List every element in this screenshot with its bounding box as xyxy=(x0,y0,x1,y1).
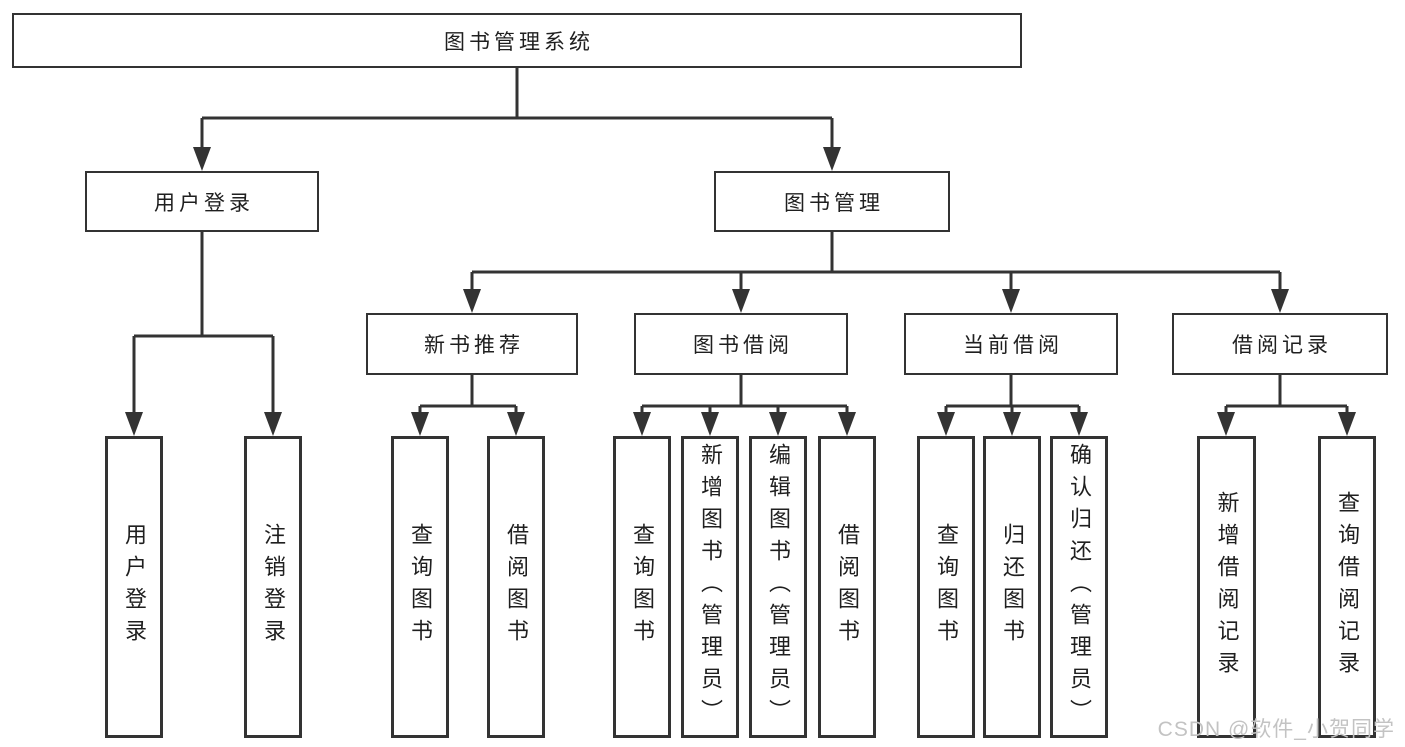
arrowhead xyxy=(507,412,525,436)
leaf-borrow-books-recommend: 借阅图书 xyxy=(487,436,545,738)
connector-new-book-to-leaves xyxy=(411,375,525,436)
leaf-add-borrow-record: 新增借阅记录 xyxy=(1197,436,1256,738)
leaf-label: 用户登录 xyxy=(122,523,147,651)
arrowhead xyxy=(1002,289,1020,313)
node-root: 图书管理系统 xyxy=(12,13,1022,68)
leaf-label: 查询借阅记录 xyxy=(1335,491,1360,683)
leaf-borrow-books: 借阅图书 xyxy=(818,436,876,738)
connector-root-to-level2 xyxy=(193,68,841,171)
arrowhead xyxy=(1217,412,1235,436)
leaf-label: 新增借阅记录 xyxy=(1214,491,1240,683)
connector-book-management-to-level3 xyxy=(463,232,1289,313)
arrowhead xyxy=(732,289,750,313)
leaf-label: 新增图书（管理员） xyxy=(698,443,723,731)
leaf-return-books: 归还图书 xyxy=(983,436,1041,738)
leaf-add-book-admin: 新增图书（管理员） xyxy=(681,436,739,738)
arrowhead xyxy=(769,412,787,436)
leaf-query-books-borrow: 查询图书 xyxy=(613,436,671,738)
leaf-label: 借阅图书 xyxy=(504,523,529,651)
leaf-confirm-return-admin: 确认归还（管理员） xyxy=(1050,436,1108,738)
leaf-label: 确认归还（管理员） xyxy=(1067,443,1092,731)
node-book-borrow: 图书借阅 xyxy=(634,313,848,375)
node-borrow-records: 借阅记录 xyxy=(1172,313,1388,375)
connector-user-login-to-leaves xyxy=(125,232,282,436)
node-new-book-recommend: 新书推荐 xyxy=(366,313,578,375)
connector-current-borrow-to-leaves xyxy=(937,375,1088,436)
leaf-label: 查询图书 xyxy=(630,523,655,651)
node-current-borrow: 当前借阅 xyxy=(904,313,1118,375)
arrowhead xyxy=(633,412,651,436)
arrowhead xyxy=(1338,412,1356,436)
leaf-query-books-recommend: 查询图书 xyxy=(391,436,449,738)
leaf-logout: 注销登录 xyxy=(244,436,302,738)
arrowhead xyxy=(463,289,481,313)
arrowhead xyxy=(701,412,719,436)
node-user-login: 用户登录 xyxy=(85,171,319,232)
leaf-label: 注销登录 xyxy=(261,523,286,651)
leaf-label: 查询图书 xyxy=(934,523,959,651)
connector-book-borrow-to-leaves xyxy=(633,375,856,436)
arrowhead xyxy=(937,412,955,436)
arrowhead xyxy=(411,412,429,436)
arrowhead xyxy=(1271,289,1289,313)
arrowhead xyxy=(125,412,143,436)
arrowhead xyxy=(838,412,856,436)
leaf-label: 查询图书 xyxy=(408,523,433,651)
leaf-user-login: 用户登录 xyxy=(105,436,163,738)
leaf-query-books-current: 查询图书 xyxy=(917,436,975,738)
leaf-label: 归还图书 xyxy=(1000,523,1025,651)
connector-borrow-records-to-leaves xyxy=(1217,375,1356,436)
csdn-watermark: CSDN @软件_小贺同学 xyxy=(1157,718,1395,741)
leaf-edit-book-admin: 编辑图书（管理员） xyxy=(749,436,807,738)
leaf-query-borrow-record: 查询借阅记录 xyxy=(1318,436,1376,738)
arrowhead xyxy=(1070,412,1088,436)
leaf-label: 借阅图书 xyxy=(835,523,860,651)
arrowhead xyxy=(193,147,211,171)
node-book-management: 图书管理 xyxy=(714,171,950,232)
arrowhead xyxy=(264,412,282,436)
arrowhead xyxy=(823,147,841,171)
arrowhead xyxy=(1003,412,1021,436)
leaf-label: 编辑图书（管理员） xyxy=(766,443,791,731)
